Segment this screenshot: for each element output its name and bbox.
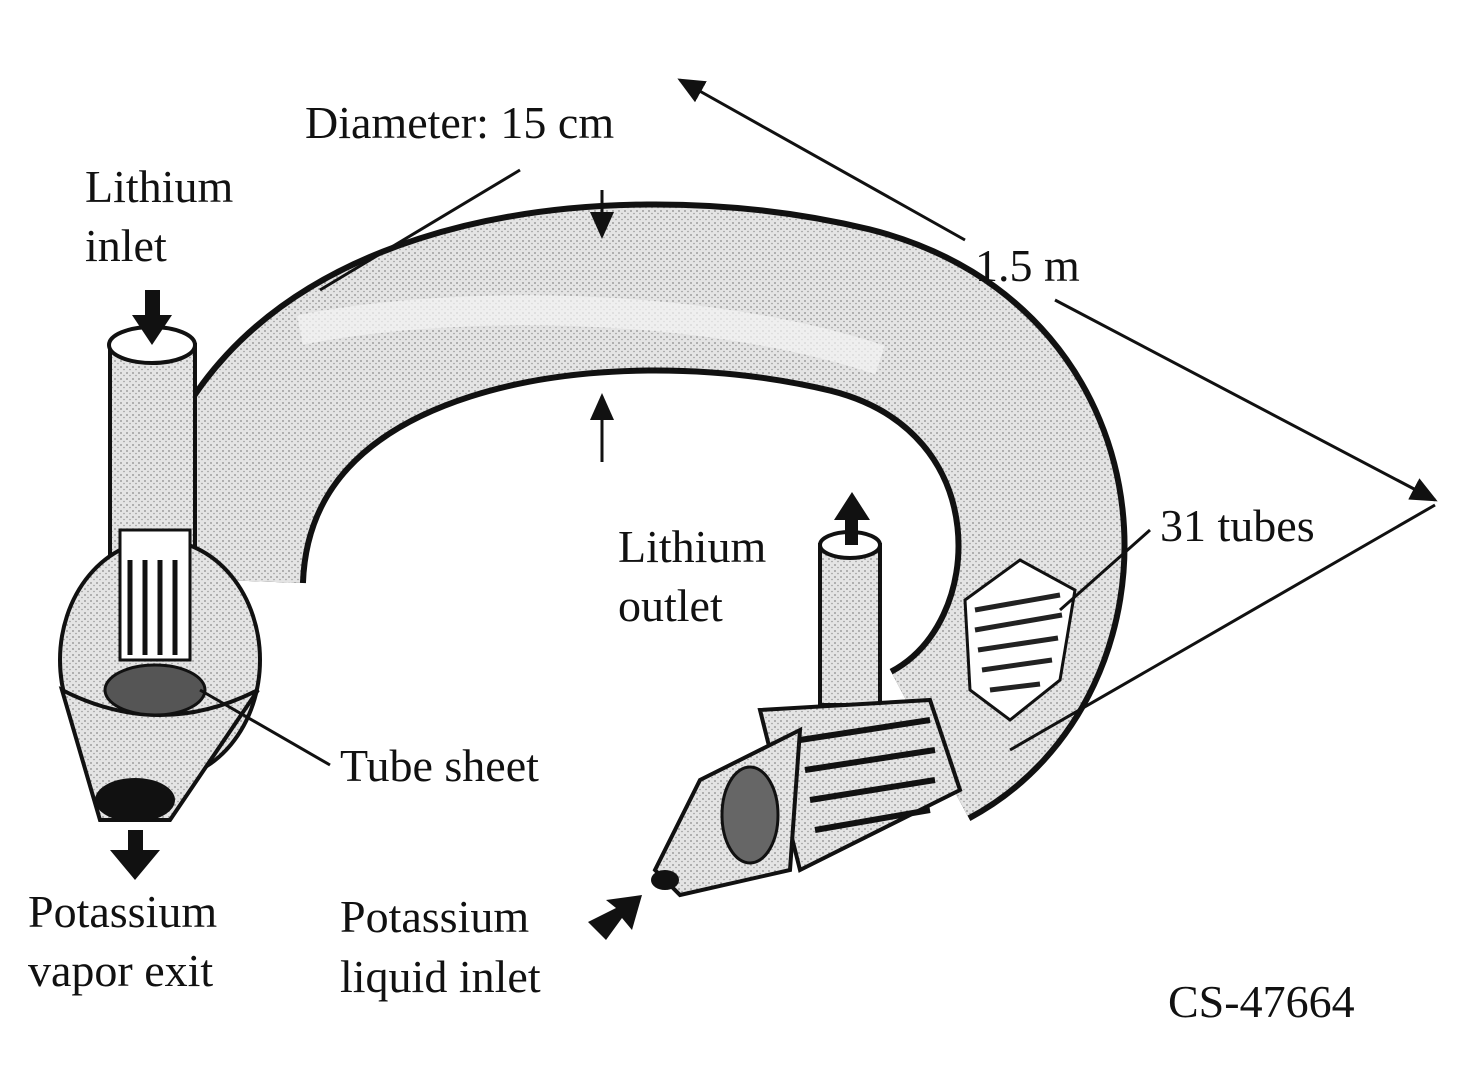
tubes-label: 31 tubes xyxy=(1160,500,1315,551)
diameter-label: Diameter: 15 cm xyxy=(305,97,615,148)
left-header-assembly xyxy=(58,325,262,822)
leader-lines xyxy=(199,78,1438,767)
lithium-outlet-label-2: outlet xyxy=(618,580,723,631)
potassium-vapor-exit-arrow xyxy=(110,830,160,880)
potassium-liquid-inlet-arrow xyxy=(588,895,642,940)
lithium-inlet-arrow xyxy=(132,290,172,345)
lithium-outlet-label-1: Lithium xyxy=(618,521,767,572)
potassium-liquid-inlet-label-1: Potassium xyxy=(340,891,530,942)
lithium-inlet-label-2: inlet xyxy=(85,220,167,271)
tube-sheet-label: Tube sheet xyxy=(340,740,539,791)
lithium-inlet-label-1: Lithium xyxy=(85,161,234,212)
flow-arrows xyxy=(110,290,870,940)
curved-tube-bundle xyxy=(134,201,1128,821)
figure-id-label: CS-47664 xyxy=(1168,976,1355,1027)
potassium-vapor-exit-label-1: Potassium xyxy=(28,886,218,937)
length-label: 1.5 m xyxy=(975,240,1080,291)
tube-cutaway xyxy=(963,558,1077,722)
potassium-vapor-exit-label-2: vapor exit xyxy=(28,945,214,996)
potassium-liquid-inlet-label-2: liquid inlet xyxy=(340,951,541,1002)
lithium-outlet-arrow xyxy=(834,492,870,545)
